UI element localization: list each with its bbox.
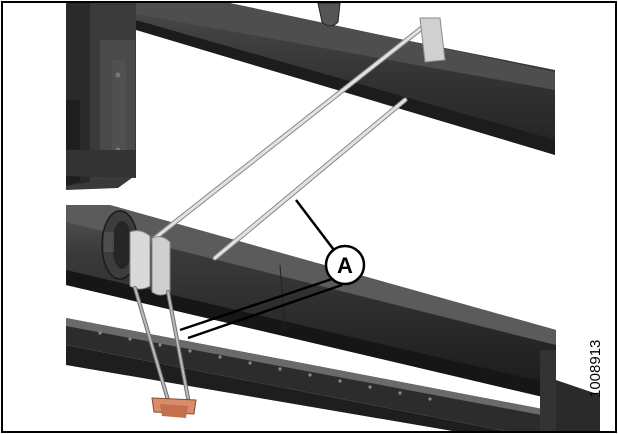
lower-right-frame (540, 350, 600, 431)
main-tube (66, 205, 556, 400)
anchor-bracket (151, 397, 197, 418)
callout-circle (324, 244, 366, 286)
lower-rail (66, 318, 600, 431)
callout-leaders (179, 199, 343, 340)
figure-number: 1008913 (587, 340, 604, 398)
upper-frame-bracket (66, 3, 136, 190)
callout-label: A (337, 253, 353, 278)
callout-a: A (324, 244, 366, 286)
left-stub-tube (66, 150, 136, 178)
lifting-straps (129, 17, 446, 402)
